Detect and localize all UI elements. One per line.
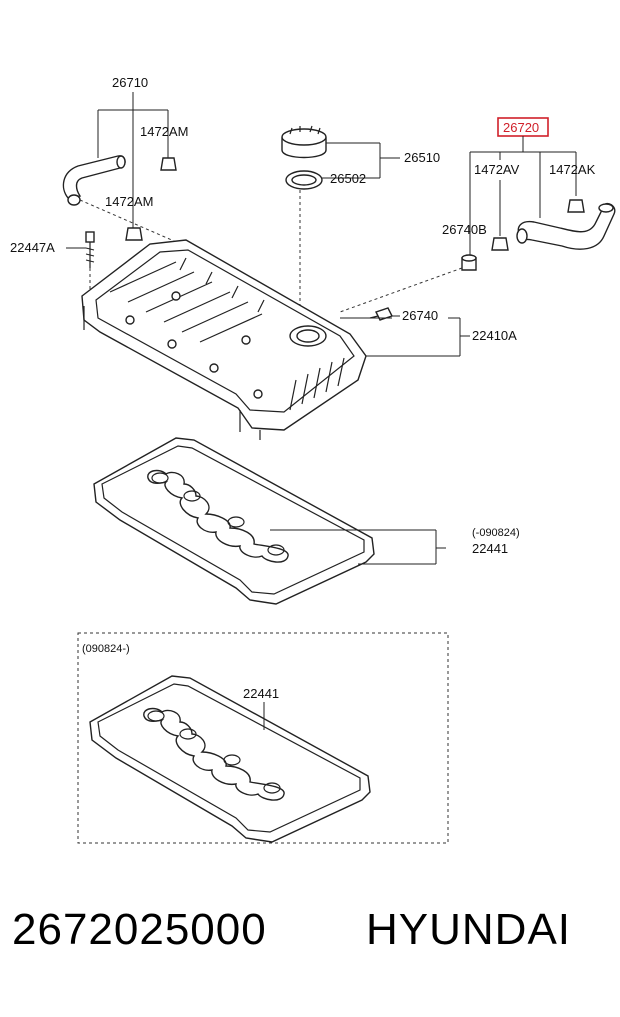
callout-26740: 26740 bbox=[402, 308, 438, 323]
callout-22447a: 22447A bbox=[10, 240, 55, 255]
part-number: 2672025000 bbox=[12, 905, 267, 954]
oil-filler-cap-26510 bbox=[281, 125, 327, 159]
callout-22441-lower: 22441 bbox=[243, 686, 279, 701]
callout-1472av: 1472AV bbox=[474, 162, 520, 177]
callout-1472am-bottom: 1472AM bbox=[105, 194, 153, 209]
callout-26510: 26510 bbox=[404, 150, 440, 165]
pcv-hose-26720 bbox=[516, 202, 616, 250]
callout-1472ak: 1472AK bbox=[549, 162, 596, 177]
variant-box-090824-after bbox=[77, 632, 449, 844]
brand-name: HYUNDAI bbox=[366, 905, 572, 954]
callout-26720: 26720 bbox=[503, 120, 539, 135]
grommet-26740b bbox=[461, 254, 477, 271]
clamp-1472am-top bbox=[160, 150, 177, 171]
bolt-22447a bbox=[85, 231, 95, 268]
callout-26740b: 26740B bbox=[442, 222, 487, 237]
head-cover-gasket-22441-lower bbox=[89, 675, 371, 843]
callout-26710: 26710 bbox=[112, 75, 148, 90]
clamp-1472ak bbox=[567, 199, 585, 213]
callout-090824-before: (-090824) bbox=[472, 527, 520, 539]
callout-22410a: 22410A bbox=[472, 328, 517, 343]
head-cover-gasket-22441-upper bbox=[93, 437, 375, 605]
clamp-1472am-bottom bbox=[125, 227, 143, 241]
callout-090824-after: (090824-) bbox=[82, 643, 130, 655]
clamp-1472av bbox=[491, 237, 509, 251]
callout-22441-upper: 22441 bbox=[472, 541, 508, 556]
gasket-26502 bbox=[285, 170, 323, 190]
callout-1472am-top: 1472AM bbox=[140, 124, 188, 139]
cylinder-head-cover-22410a bbox=[81, 239, 367, 440]
callout-26502: 26502 bbox=[330, 171, 366, 186]
breather-hose-26710 bbox=[62, 155, 126, 206]
